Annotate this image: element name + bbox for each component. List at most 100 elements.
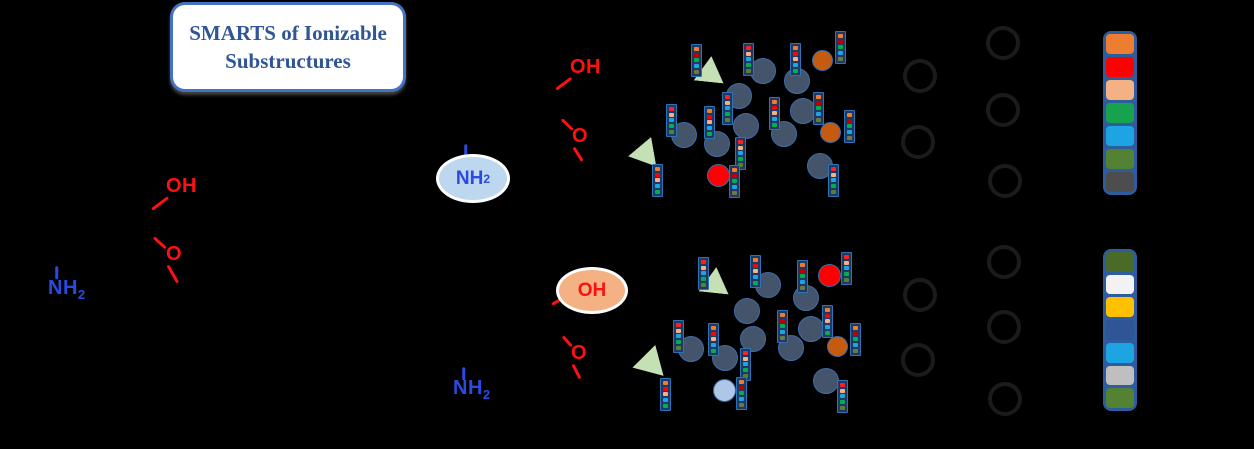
strip-cell <box>816 106 821 111</box>
strip-cell <box>753 263 758 268</box>
strip-cell <box>732 173 737 178</box>
strip-cell <box>780 318 785 323</box>
strip-cell <box>800 274 805 279</box>
strip-cell <box>694 70 699 75</box>
fingerprint-strip-icon <box>729 165 740 198</box>
legend-color-cell <box>1106 274 1134 295</box>
strip-cell <box>772 117 777 122</box>
strip-cell <box>844 278 849 283</box>
strip-cell <box>772 105 777 110</box>
strip-cell <box>707 114 712 119</box>
fingerprint-strip-icon <box>769 97 780 130</box>
legend-color-cell <box>1106 172 1134 192</box>
strip-cell <box>669 130 674 135</box>
fingerprint-strip-icon <box>841 252 852 285</box>
strip-cell <box>694 64 699 69</box>
strip-cell <box>663 386 668 391</box>
strip-cell <box>711 331 716 336</box>
fingerprint-strip-icon <box>708 323 719 356</box>
legend-color-cell <box>1106 342 1134 363</box>
strip-cell <box>847 130 852 135</box>
strip-cell <box>739 385 744 390</box>
strip-cell <box>838 51 843 56</box>
strip-cell <box>816 100 821 105</box>
strip-cell <box>669 112 674 117</box>
strip-cell <box>701 277 706 282</box>
fingerprint-strip-icon <box>777 310 788 343</box>
smarts-box-line1: SMARTS of Ionizable <box>189 20 387 45</box>
fingerprint-strip-icon <box>691 44 702 77</box>
network-node-ring <box>901 343 935 377</box>
strip-cell <box>732 179 737 184</box>
strip-cell <box>838 45 843 50</box>
atom-label: O <box>166 243 183 265</box>
strip-cell <box>840 394 845 399</box>
microstate-circle <box>798 316 824 342</box>
strip-cell <box>844 254 849 259</box>
strip-cell <box>772 123 777 128</box>
strip-cell <box>732 185 737 190</box>
strip-cell <box>780 336 785 341</box>
strip-cell <box>853 331 858 336</box>
fingerprint-strip-icon <box>722 92 733 125</box>
strip-cell <box>847 136 852 141</box>
fingerprint-strip-icon <box>660 378 671 411</box>
strip-cell <box>825 331 830 336</box>
fingerprint-strip-icon <box>704 106 715 139</box>
strip-cell <box>838 57 843 62</box>
legend-color-cell <box>1106 57 1134 77</box>
fingerprint-strip-icon <box>673 320 684 353</box>
strip-cell <box>831 190 836 195</box>
strip-cell <box>753 275 758 280</box>
strip-cell <box>746 51 751 56</box>
strip-cell <box>746 63 751 68</box>
strip-cell <box>701 271 706 276</box>
atom-label: OH <box>570 56 601 78</box>
strip-cell <box>743 356 748 361</box>
legend-color-cell <box>1106 297 1134 318</box>
strip-cell <box>732 191 737 196</box>
legend-color-cell <box>1106 80 1134 100</box>
network-node-ring <box>988 164 1022 198</box>
strip-cell <box>738 157 743 162</box>
legend-color-strip <box>1103 249 1137 411</box>
network-node-ring <box>986 26 1020 60</box>
strip-cell <box>711 337 716 342</box>
strip-cell <box>793 45 798 50</box>
strip-cell <box>725 94 730 99</box>
fingerprint-strip-icon <box>797 260 808 293</box>
strip-cell <box>743 350 748 355</box>
strip-cell <box>739 379 744 384</box>
strip-cell <box>707 132 712 137</box>
strip-cell <box>831 172 836 177</box>
network-node-ring <box>903 278 937 312</box>
strip-cell <box>746 69 751 74</box>
strip-cell <box>840 382 845 387</box>
ionizable-site-ellipse: OH <box>556 267 628 314</box>
strip-cell <box>725 100 730 105</box>
strip-cell <box>800 286 805 291</box>
strip-cell <box>746 45 751 50</box>
fingerprint-strip-icon <box>743 43 754 76</box>
strip-cell <box>743 368 748 373</box>
strip-cell <box>711 325 716 330</box>
microstate-circle <box>704 131 730 157</box>
fingerprint-strip-icon <box>837 380 848 413</box>
strip-cell <box>711 349 716 354</box>
strip-cell <box>753 257 758 262</box>
strip-cell <box>816 94 821 99</box>
strip-cell <box>676 334 681 339</box>
atom-label: O <box>571 342 588 364</box>
strip-cell <box>707 126 712 131</box>
strip-cell <box>780 324 785 329</box>
strip-cell <box>669 124 674 129</box>
strip-cell <box>743 374 748 379</box>
atom-label: O <box>572 125 589 147</box>
strip-cell <box>694 52 699 57</box>
strip-cell <box>707 120 712 125</box>
strip-cell <box>831 166 836 171</box>
accent-molecule-circle <box>706 163 730 187</box>
atom-label: NH2 <box>453 377 491 402</box>
bond <box>151 196 169 211</box>
